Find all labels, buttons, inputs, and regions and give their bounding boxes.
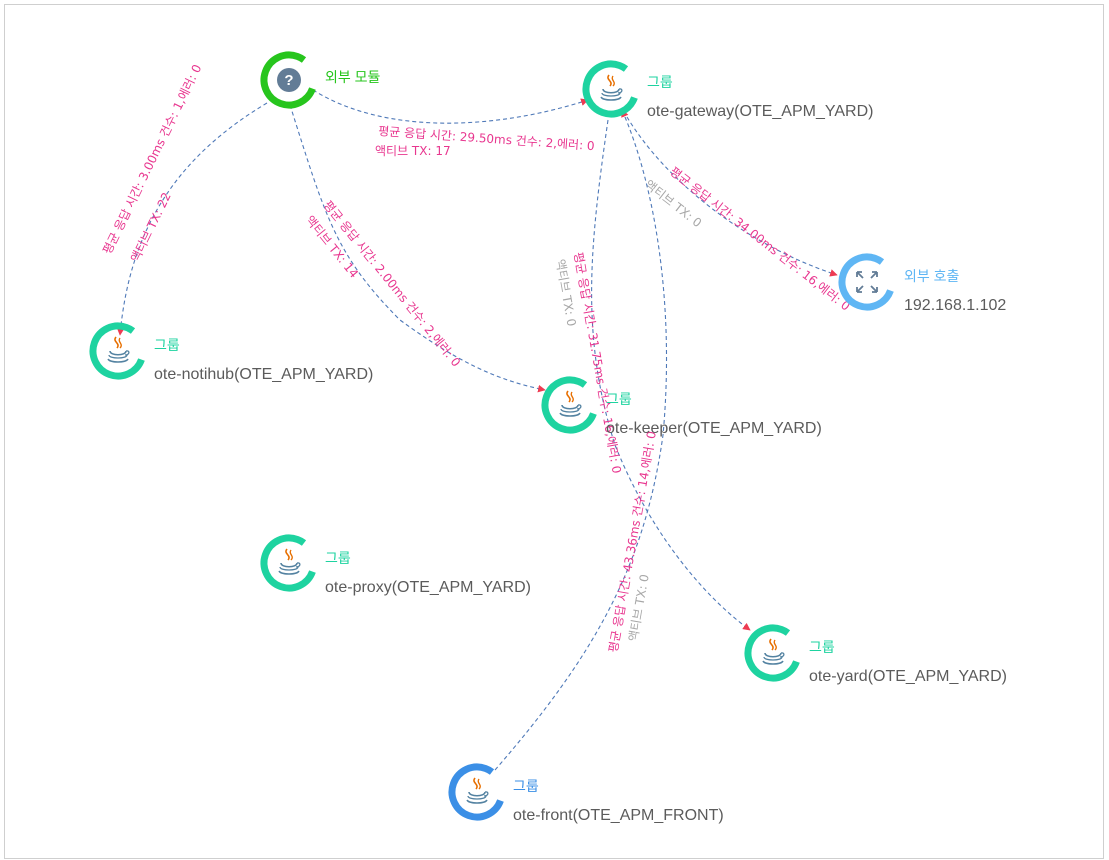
node-ote-gateway[interactable]: 그룹 ote-gateway(OTE_APM_YARD)	[579, 57, 873, 121]
node-label: 그룹	[606, 391, 632, 407]
edge-stats-label: 평균 응답 시간: 2.00ms 건수: 2,에러: 0	[321, 198, 464, 369]
svg-text:?: ?	[284, 72, 293, 89]
edge-line[interactable]	[626, 116, 838, 277]
node-label: 그룹	[809, 639, 835, 655]
edge-line[interactable]	[494, 109, 668, 771]
edge-line[interactable]	[312, 89, 589, 124]
java-icon	[466, 777, 489, 804]
edge-gateway-to-yard[interactable]: 평균 응답 시간: 31.75ms 건수: 16,에러: 0 액티브 TX: 0	[553, 119, 751, 631]
node-name: ote-gateway(OTE_APM_YARD)	[647, 103, 873, 120]
java-icon	[107, 336, 130, 363]
node-ote-front[interactable]: 그룹 ote-front(OTE_APM_FRONT)	[445, 760, 724, 824]
node-ring	[448, 763, 506, 821]
node-ote-notihub[interactable]: 그룹 ote-notihub(OTE_APM_YARD)	[86, 319, 373, 383]
node-ote-yard[interactable]: 그룹 ote-yard(OTE_APM_YARD)	[741, 621, 1007, 685]
service-topology-map: 평균 응답 시간: 3.00ms 건수: 1,에러: 0 액티브 TX: 22 …	[86, 48, 1007, 824]
java-icon	[278, 548, 301, 575]
edge-line[interactable]	[591, 119, 751, 631]
edge-front-to-gateway[interactable]: 평균 응답 시간: 43.36ms 건수: 14,에러: 0 액티브 TX: 0	[494, 109, 668, 771]
node-label: 외부 호출	[904, 268, 960, 284]
node-ote-proxy[interactable]: 그룹 ote-proxy(OTE_APM_YARD)	[257, 531, 531, 596]
edge-gateway-to-external-call[interactable]: 평균 응답 시간: 34.00ms 건수: 16,에러: 0 액티브 TX: 0	[626, 116, 853, 314]
node-label: 그룹	[325, 550, 351, 566]
node-name: ote-notihub(OTE_APM_YARD)	[154, 366, 373, 383]
node-name: ote-front(OTE_APM_FRONT)	[513, 807, 724, 824]
node-ote-keeper[interactable]: 그룹 ote-keeper(OTE_APM_YARD)	[538, 373, 822, 437]
node-ring	[838, 253, 896, 311]
edge-module-to-notihub[interactable]: 평균 응답 시간: 3.00ms 건수: 1,에러: 0 액티브 TX: 22	[100, 62, 268, 336]
node-ring	[744, 624, 802, 682]
node-external-call[interactable]: 외부 호출 192.168.1.102	[835, 250, 1006, 314]
java-icon	[559, 390, 582, 417]
node-name: 192.168.1.102	[904, 297, 1006, 314]
topology-canvas[interactable]: 평균 응답 시간: 3.00ms 건수: 1,에러: 0 액티브 TX: 22 …	[4, 4, 1104, 859]
node-external-module[interactable]: ? 외부 모듈	[257, 48, 381, 112]
node-label: 외부 모듈	[325, 69, 381, 85]
node-ring	[541, 376, 599, 434]
edge-module-to-gateway[interactable]: 평균 응답 시간: 29.50ms 건수: 2,에러: 0 액티브 TX: 17	[312, 89, 595, 158]
expand-arrows-icon	[856, 271, 878, 293]
node-ring	[89, 322, 147, 380]
node-ring	[260, 534, 318, 592]
node-name: ote-yard(OTE_APM_YARD)	[809, 668, 1007, 685]
node-ring	[582, 60, 640, 118]
edge-stats-label: 평균 응답 시간: 34.00ms 건수: 16,에러: 0	[667, 164, 852, 313]
node-label: 그룹	[647, 74, 673, 90]
node-name: ote-proxy(OTE_APM_YARD)	[325, 579, 531, 596]
node-label: 그룹	[154, 337, 180, 353]
java-icon	[600, 74, 623, 101]
edge-line[interactable]	[116, 102, 268, 336]
edge-active-tx-label: 액티브 TX: 17	[375, 144, 451, 158]
node-ring	[260, 51, 318, 109]
edge-stats-label: 평균 응답 시간: 31.75ms 건수: 16,에러: 0	[571, 251, 624, 474]
java-icon	[762, 638, 785, 665]
question-icon	[277, 68, 301, 92]
node-label: 그룹	[513, 778, 539, 794]
node-name: ote-keeper(OTE_APM_YARD)	[606, 420, 822, 437]
